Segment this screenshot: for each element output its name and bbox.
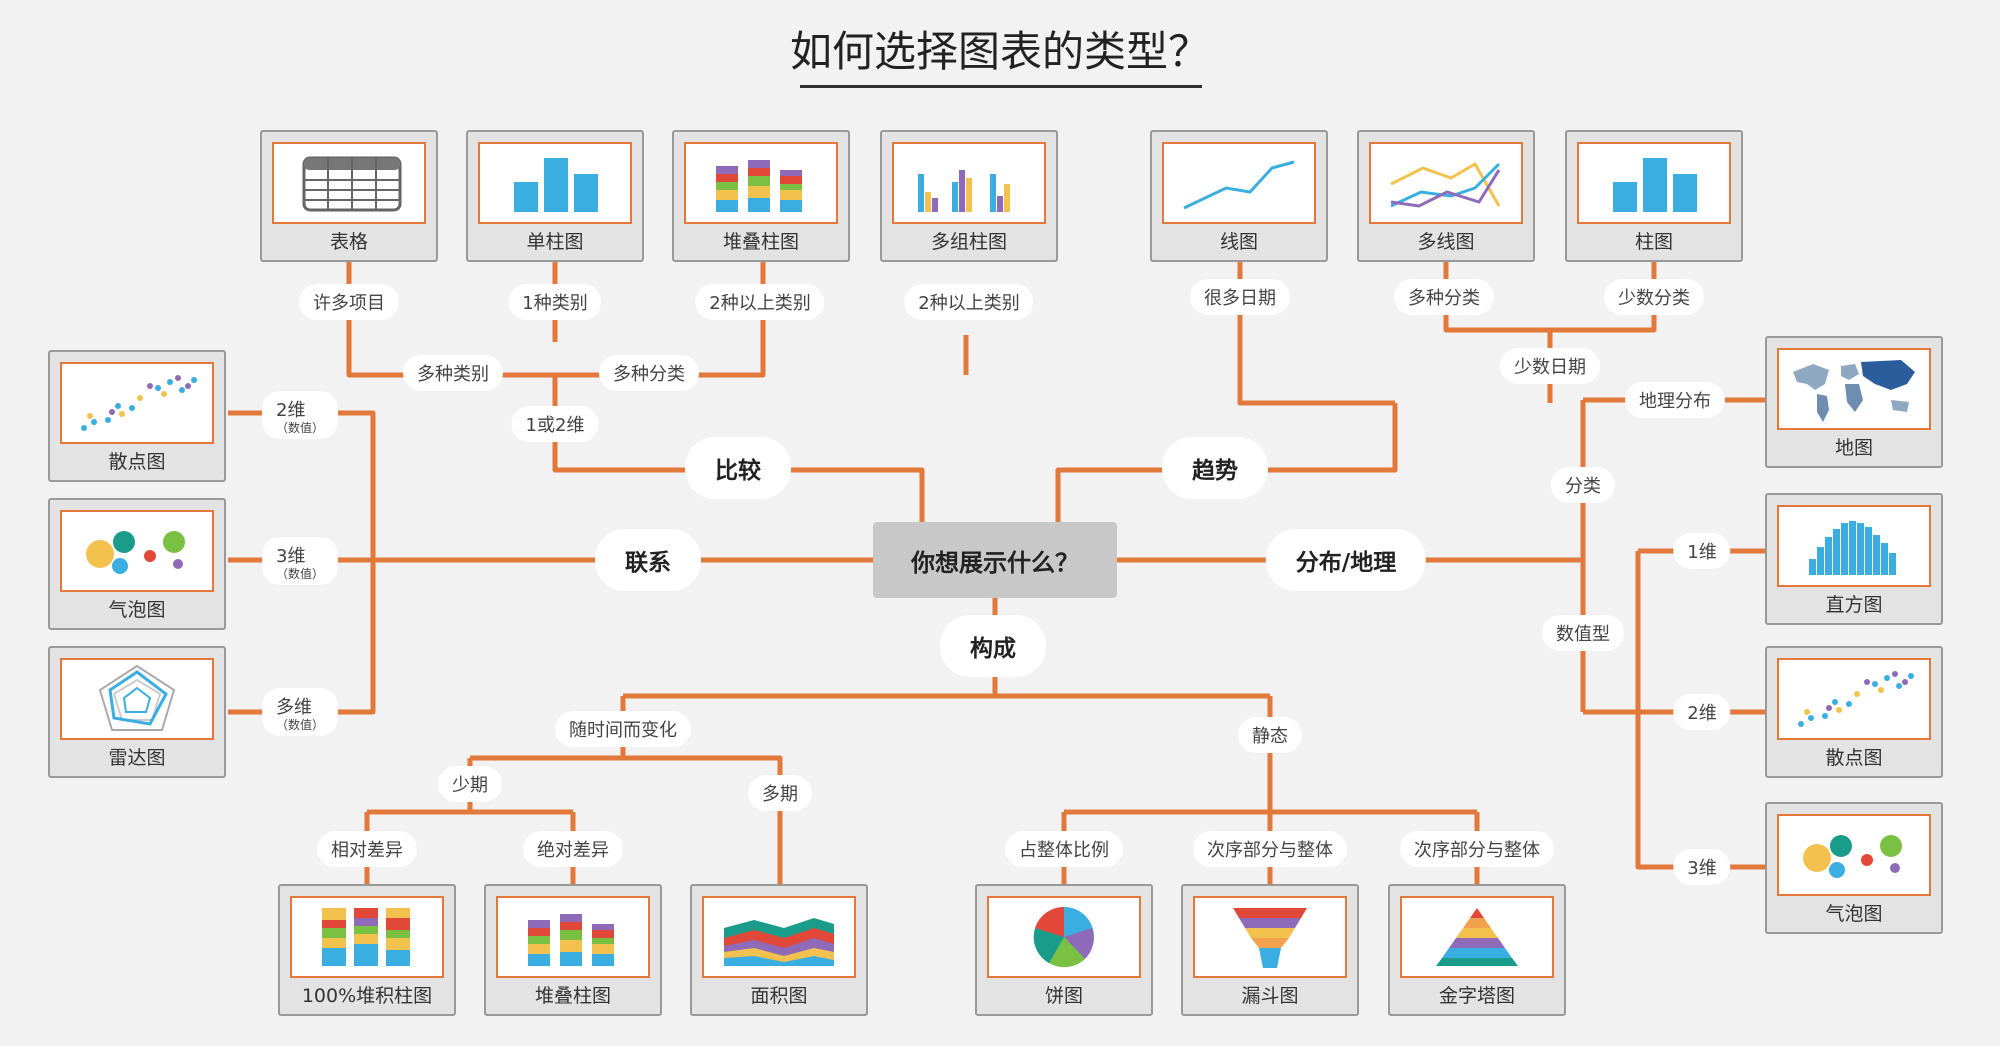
chart-card-line[interactable]: 线图 bbox=[1150, 130, 1328, 262]
label-relation-3d: 3维（数值） bbox=[261, 537, 339, 585]
chart-caption: 多线图 bbox=[1417, 231, 1475, 253]
chart-caption: 多组柱图 bbox=[930, 231, 1007, 253]
scatter-chart-icon bbox=[1798, 671, 1914, 727]
label-numeric: 数值型 bbox=[1542, 615, 1624, 651]
label-classify: 分类 bbox=[1551, 467, 1615, 503]
funnel-chart-icon bbox=[1233, 908, 1307, 968]
label-many-dates: 很多日期 bbox=[1190, 279, 1290, 315]
pie-chart-icon bbox=[1033, 906, 1094, 968]
multi-line-chart-icon bbox=[1390, 161, 1501, 208]
chart-card-scatter-right[interactable]: 散点图 bbox=[1765, 646, 1943, 778]
label-order-part-whole: 次序部分与整体 bbox=[1400, 831, 1554, 867]
title-underline bbox=[800, 85, 1202, 88]
branch-relation[interactable]: 联系 bbox=[595, 529, 701, 591]
chart-caption: 表格 bbox=[329, 231, 368, 253]
chart-caption: 地图 bbox=[1834, 437, 1873, 459]
grouped-bar-chart-icon bbox=[918, 170, 1010, 212]
chart-caption: 散点图 bbox=[108, 451, 166, 473]
pyramid-chart-icon bbox=[1436, 908, 1518, 966]
chart-card-bubble-right[interactable]: 气泡图 bbox=[1765, 802, 1943, 934]
chart-caption: 直方图 bbox=[1825, 594, 1883, 616]
bubble-chart-icon bbox=[1803, 835, 1902, 878]
table-icon bbox=[302, 156, 402, 212]
label-two-dim: 2维 bbox=[1673, 694, 1731, 730]
label-one-dim: 1维 bbox=[1673, 533, 1731, 569]
chart-card-table[interactable]: 表格 bbox=[260, 130, 438, 262]
label-two-plus-categories: 2种以上类别 bbox=[904, 284, 1034, 320]
chart-caption: 线图 bbox=[1219, 231, 1258, 253]
stacked-bar-chart-icon bbox=[528, 914, 614, 966]
chart-caption: 气泡图 bbox=[108, 599, 166, 621]
label-relation-2d: 2维（数值） bbox=[261, 391, 339, 439]
label-many-classes: 多种分类 bbox=[1394, 279, 1494, 315]
label-multi-category: 多种类别 bbox=[403, 355, 503, 391]
label-order-part-whole: 次序部分与整体 bbox=[1193, 831, 1347, 867]
label-one-category: 1种类别 bbox=[508, 284, 602, 320]
label-share-of-whole: 占整体比例 bbox=[1005, 831, 1123, 867]
chart-card-bar[interactable]: 柱图 bbox=[1565, 130, 1743, 262]
label-two-plus-categories: 2种以上类别 bbox=[695, 284, 825, 320]
label-over-time: 随时间而变化 bbox=[555, 711, 691, 747]
chart-card-map[interactable]: 地图 bbox=[1765, 336, 1943, 468]
chart-card-stacked-bar[interactable]: 堆叠柱图 bbox=[672, 130, 850, 262]
chart-caption: 100%堆积柱图 bbox=[301, 985, 433, 1007]
single-bar-chart-icon bbox=[514, 158, 598, 212]
label-geo-distribution: 地理分布 bbox=[1625, 382, 1725, 418]
branch-composition[interactable]: 构成 bbox=[940, 615, 1046, 677]
label-relation-multi: 多维（数值） bbox=[261, 688, 339, 736]
label-relative-diff: 相对差异 bbox=[317, 831, 417, 867]
chart-caption: 面积图 bbox=[750, 985, 808, 1007]
page-title: 如何选择图表的类型？ bbox=[789, 27, 1210, 76]
chart-caption: 堆叠柱图 bbox=[534, 985, 611, 1007]
chart-caption: 散点图 bbox=[1825, 747, 1883, 769]
chart-card-stacked-bar-bottom[interactable]: 堆叠柱图 bbox=[484, 884, 662, 1016]
label-many-periods: 多期 bbox=[748, 775, 812, 811]
world-map-icon bbox=[1793, 360, 1915, 422]
histogram-icon bbox=[1809, 521, 1896, 575]
chart-caption: 雷达图 bbox=[108, 747, 166, 769]
chart-card-stacked-100[interactable]: 100%堆积柱图 bbox=[278, 884, 456, 1016]
chart-card-multi-line[interactable]: 多线图 bbox=[1357, 130, 1535, 262]
chart-card-radar[interactable]: 雷达图 bbox=[48, 646, 226, 778]
label-absolute-diff: 绝对差异 bbox=[523, 831, 623, 867]
scatter-chart-icon bbox=[81, 375, 197, 431]
chart-card-area[interactable]: 面积图 bbox=[690, 884, 868, 1016]
radar-chart-icon bbox=[98, 664, 176, 731]
chart-card-bubble-left[interactable]: 气泡图 bbox=[48, 498, 226, 630]
chart-caption: 金字塔图 bbox=[1438, 985, 1515, 1007]
chart-caption: 柱图 bbox=[1634, 231, 1673, 253]
label-few-periods: 少期 bbox=[438, 766, 502, 802]
chart-caption: 气泡图 bbox=[1825, 903, 1883, 925]
branch-distribution[interactable]: 分布/地理 bbox=[1265, 529, 1427, 591]
bar-chart-icon bbox=[1613, 158, 1697, 212]
chart-card-grouped-bar[interactable]: 多组柱图 bbox=[880, 130, 1058, 262]
chart-card-histogram[interactable]: 直方图 bbox=[1765, 493, 1943, 625]
chart-card-funnel[interactable]: 漏斗图 bbox=[1181, 884, 1359, 1016]
bubble-chart-icon bbox=[86, 531, 185, 574]
chart-card-single-bar[interactable]: 单柱图 bbox=[466, 130, 644, 262]
label-few-classes: 少数分类 bbox=[1604, 279, 1704, 315]
chart-card-scatter-left[interactable]: 散点图 bbox=[48, 350, 226, 482]
center-question: 你想展示什么？ bbox=[873, 522, 1117, 598]
line-chart-icon bbox=[1183, 160, 1295, 210]
area-chart-icon bbox=[724, 918, 834, 966]
label-one-or-two-dim: 1或2维 bbox=[511, 406, 599, 442]
chart-caption: 漏斗图 bbox=[1241, 985, 1299, 1007]
chart-caption: 饼图 bbox=[1044, 985, 1083, 1007]
chart-card-pie[interactable]: 饼图 bbox=[975, 884, 1153, 1016]
percent-stacked-bar-icon bbox=[322, 908, 410, 966]
chart-caption: 堆叠柱图 bbox=[722, 231, 799, 253]
branch-trend[interactable]: 趋势 bbox=[1162, 437, 1268, 499]
label-multi-class: 多种分类 bbox=[599, 355, 699, 391]
chart-card-pyramid[interactable]: 金字塔图 bbox=[1388, 884, 1566, 1016]
chart-caption: 单柱图 bbox=[526, 231, 584, 253]
label-many-items: 许多项目 bbox=[299, 284, 399, 320]
stacked-bar-chart-icon bbox=[716, 160, 802, 212]
branch-compare[interactable]: 比较 bbox=[685, 437, 791, 499]
label-few-dates: 少数日期 bbox=[1500, 348, 1600, 384]
label-three-dim: 3维 bbox=[1673, 849, 1731, 885]
label-static: 静态 bbox=[1238, 717, 1302, 753]
